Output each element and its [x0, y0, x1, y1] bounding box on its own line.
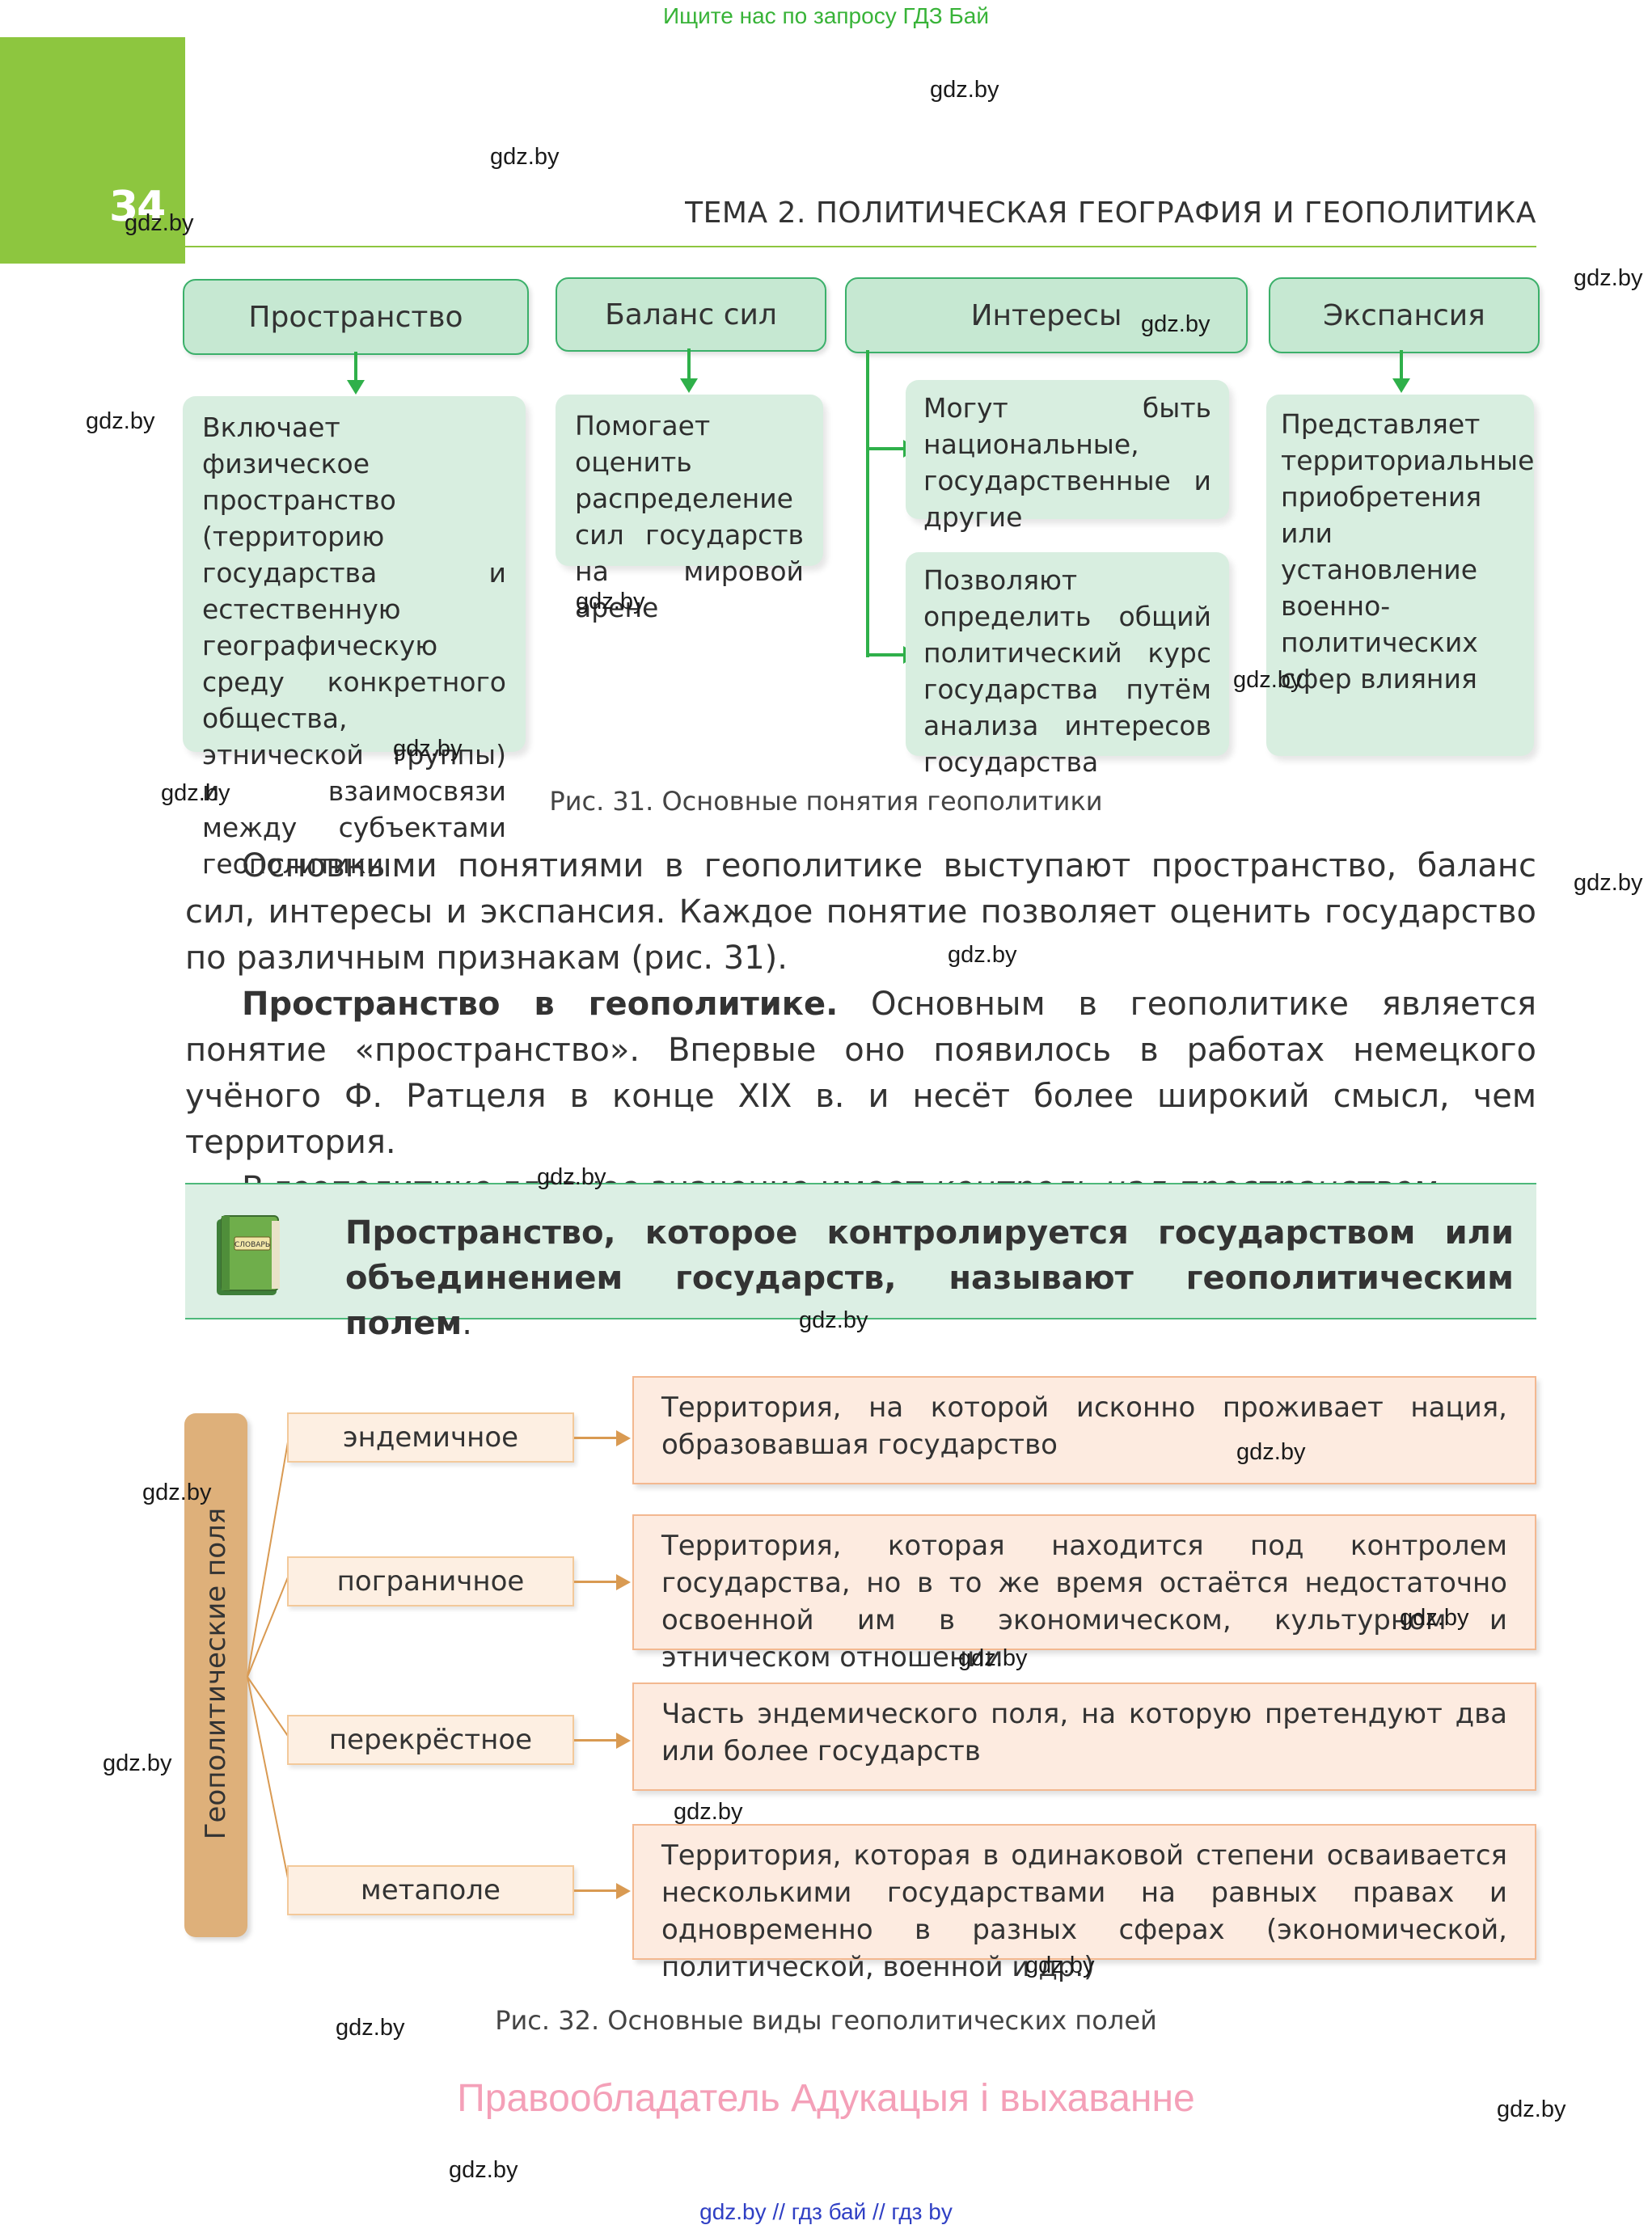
watermark: gdz.by [1236, 1439, 1306, 1465]
field-label-border: пограничное [287, 1556, 574, 1606]
field-desc-crossroad: Часть эндемического поля, на которую пре… [632, 1682, 1536, 1791]
watermark: gdz.by [930, 77, 999, 103]
watermark: gdz.by [958, 1645, 1028, 1671]
watermark: gdz.by [948, 942, 1017, 968]
field-label-endemic: эндемичное [287, 1412, 574, 1463]
watermark: gdz.by [336, 2015, 405, 2041]
arrow-line [354, 352, 357, 384]
header-divider [185, 246, 1536, 247]
field-desc-border: Территория, которая находится под контро… [632, 1514, 1536, 1674]
watermark: gdz.by [537, 1164, 606, 1190]
watermark: gdz.by [799, 1307, 868, 1333]
paragraph-1: Основными понятиями в геополитике выступ… [185, 847, 1536, 977]
paragraph-2: Пространство в геополитике. Основным в г… [185, 982, 1536, 1166]
arrow-right-icon [616, 1574, 631, 1590]
copyright-notice: Правообладатель Адукацыя і выхаванне [457, 2077, 1195, 2120]
arrow-right-icon [616, 1883, 631, 1899]
concept-interests-text-b: Позволяют определить общий политический … [906, 552, 1229, 778]
watermark: gdz.by [490, 144, 560, 170]
definition-box [185, 1183, 1536, 1319]
watermark: gdz.by [1497, 2096, 1566, 2122]
arrow-line [1400, 350, 1403, 382]
definition-period: . [462, 1305, 472, 1342]
definition-bold-text: Пространство, которое контролируется гос… [345, 1214, 1514, 1342]
figure-31-caption: Рис. 31. Основные понятия геополитики [549, 786, 1103, 817]
concept-expansion-text: Представляет территориальные приобретени… [1266, 395, 1534, 756]
definition-text: Пространство, которое контролируется гос… [345, 1210, 1514, 1346]
geopolitical-fields-bar [184, 1413, 247, 1937]
field-desc-metafield: Территория, которая в одинаковой степени… [632, 1824, 1536, 1983]
book-label: СЛОВАРЬ [234, 1241, 270, 1249]
watermark: gdz.by [161, 780, 230, 806]
concept-balance-text: Помогает оценить распределение сил госуд… [556, 395, 823, 623]
arrow-line [574, 1889, 619, 1892]
top-banner: Ищите нас по запросу ГДЗ Бай [662, 3, 990, 28]
watermark: gdz.by [142, 1480, 212, 1505]
field-desc-endemic: Территория, на которой исконно проживает… [632, 1376, 1536, 1484]
arrow-line [574, 1437, 619, 1439]
concept-interests-text-a: Могут быть национальные, государственные… [906, 380, 1229, 533]
concept-expansion-title: Экспансия [1269, 277, 1540, 353]
arrow-down-icon [1392, 378, 1410, 393]
field-label-metafield: метаполе [287, 1865, 574, 1915]
branch-line [866, 350, 869, 657]
watermark: gdz.by [1141, 311, 1210, 337]
branch-line [866, 447, 906, 450]
arrow-line [574, 1581, 619, 1583]
watermark: gdz.by [576, 589, 645, 614]
branch-line [866, 653, 906, 657]
paragraph-2-text: Основным в геополитике является понятие … [185, 986, 1537, 1161]
arrow-down-icon [680, 378, 698, 393]
body-text: Основными понятиями в геополитике выступ… [185, 843, 1536, 1212]
watermark: gdz.by [674, 1799, 743, 1825]
dictionary-book-icon: СЛОВАРЬ [212, 1213, 285, 1298]
arrow-down-icon [347, 380, 365, 395]
arrow-right-icon [616, 1733, 631, 1749]
concept-space-text: Включает физическое пространство (террит… [183, 396, 526, 880]
watermark: gdz.by [1233, 667, 1303, 693]
watermark: gdz.by [1400, 1605, 1469, 1631]
fan-connectors [247, 1432, 290, 1887]
concept-space-title: Пространство [183, 279, 529, 355]
arrow-line [687, 348, 691, 381]
concept-balance-title: Баланс сил [556, 277, 826, 352]
watermark: gdz.by [103, 1750, 172, 1776]
page-number: 34 [109, 183, 166, 231]
figure-32-caption: Рис. 32. Основные виды геополитических п… [495, 2005, 1157, 2036]
paragraph-2-heading: Пространство в геополитике. [242, 986, 839, 1023]
watermark: gdz.by [449, 2157, 518, 2183]
page-tab [0, 37, 185, 264]
watermark: gdz.by [393, 736, 463, 762]
watermark: gdz.by [1574, 265, 1643, 291]
watermark: gdz.by [125, 210, 194, 236]
field-label-crossroad: перекрёстное [287, 1715, 574, 1765]
arrow-line [574, 1739, 619, 1742]
watermark: gdz.by [1025, 1953, 1095, 1978]
watermark: gdz.by [1574, 870, 1643, 896]
concept-interests-title: Интересы [845, 277, 1248, 353]
watermark: gdz.by [86, 408, 155, 434]
topic-header: ТЕМА 2. ПОЛИТИЧЕСКАЯ ГЕОГРАФИЯ И ГЕОПОЛИ… [685, 196, 1536, 230]
footer-links[interactable]: gdz.by // гдз бай // гдз by [699, 2199, 953, 2224]
arrow-right-icon [616, 1430, 631, 1446]
